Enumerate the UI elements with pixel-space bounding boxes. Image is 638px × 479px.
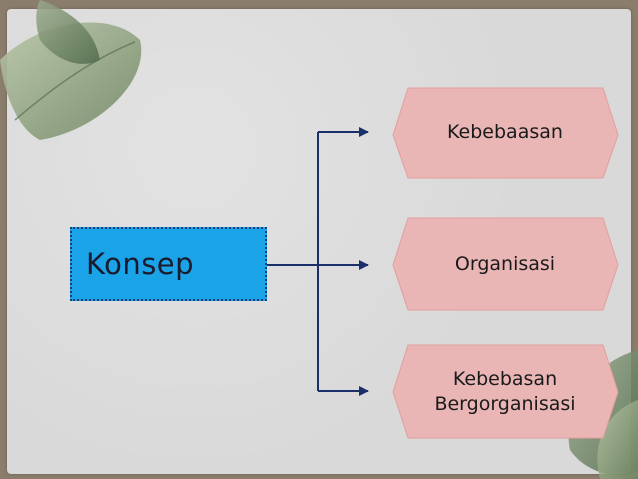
- item-shape-2: [392, 217, 619, 311]
- item-shape-1: [392, 87, 619, 179]
- item-shape-3: [392, 344, 619, 439]
- leaf-bottom-right-small: [597, 400, 638, 479]
- item-label-2: Organisasi: [454, 253, 556, 275]
- concept-box: Konsep: [70, 227, 267, 301]
- concept-label: Konsep: [86, 247, 195, 281]
- item-label-1: Kebebaasan: [447, 121, 563, 143]
- item-label-3: Kebebasan Bergorganisasi: [434, 368, 576, 415]
- leaf-top-left-large: [0, 22, 142, 140]
- leaf-top-left-small: [36, 0, 100, 64]
- leaf-top-left-vein: [14, 41, 136, 121]
